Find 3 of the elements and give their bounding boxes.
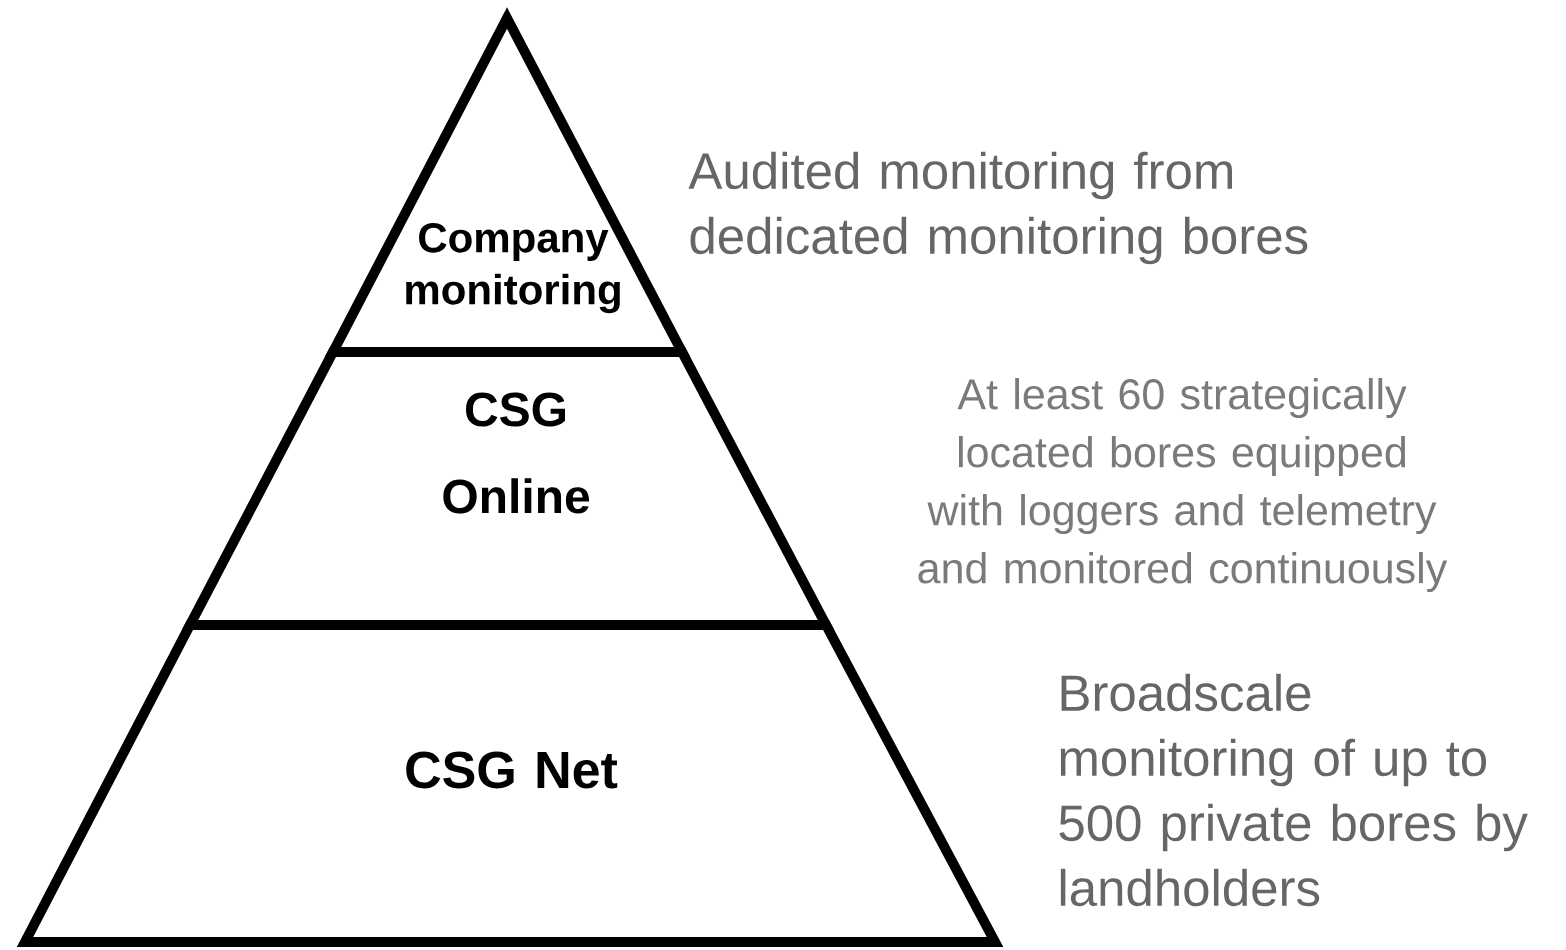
- description-text: Broadscale monitoring of up to 500 private bores by landholders: [1059, 673, 1528, 907]
- description-text: At least 60 strategically located bores equipped with loggers and telemetry and monitored continuously: [918, 378, 1448, 593]
- description-text: Audited monitoring from dedicated monitoring bores: [688, 151, 1308, 265]
